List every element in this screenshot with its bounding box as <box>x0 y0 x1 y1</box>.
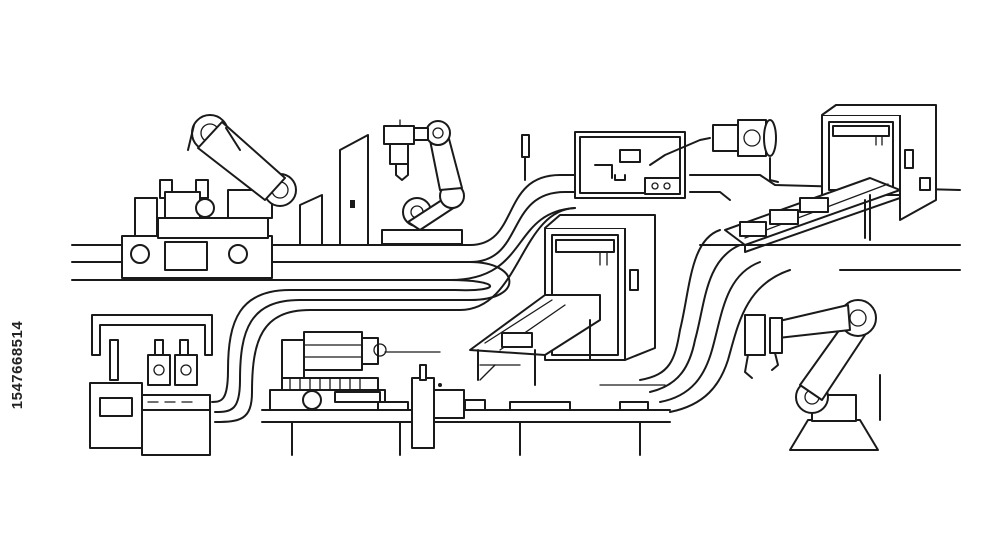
control-cabinet-top <box>574 119 779 199</box>
roller-machine <box>269 331 649 456</box>
stock-image-id: 1547668514 <box>9 320 26 410</box>
press-station <box>89 314 213 456</box>
conveyor-routes <box>71 174 961 423</box>
signal-light <box>521 134 530 181</box>
robot-arm-left <box>121 114 297 279</box>
robot-arm-center <box>381 119 465 245</box>
oven-conveyor-top <box>724 104 937 253</box>
panel-structure <box>299 134 369 246</box>
robot-arm-right <box>744 299 881 451</box>
oven-conveyor-center <box>469 214 656 386</box>
